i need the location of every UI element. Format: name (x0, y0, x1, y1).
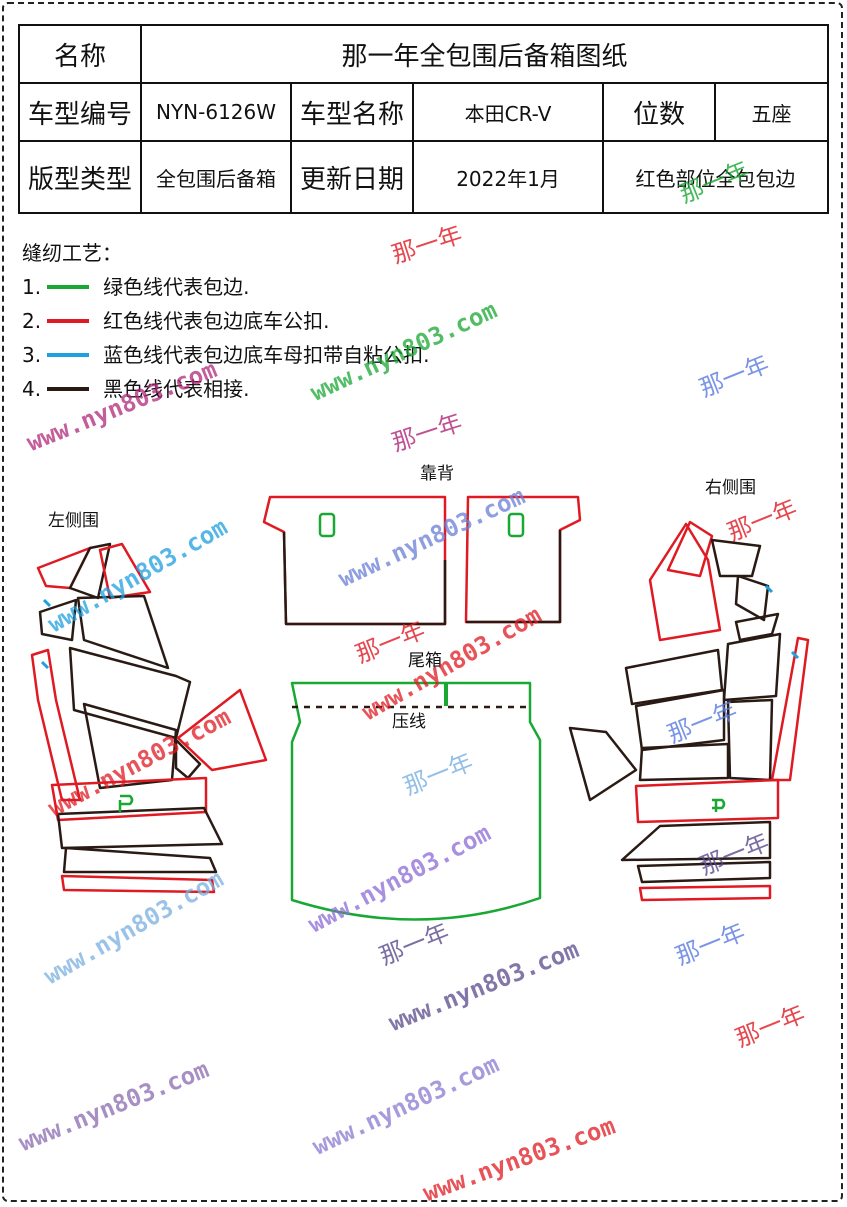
right-piece-hook (712, 798, 726, 812)
seats-label: 位数 (602, 82, 716, 142)
backrest-right-piece-edge (466, 530, 562, 624)
name-label: 名称 (18, 24, 142, 84)
right-piece (568, 726, 638, 802)
drawing-title: 那一年全包围后备箱图纸 (140, 24, 829, 84)
backrest-left-piece-edge (282, 531, 447, 626)
backrest-right-slot (507, 512, 525, 538)
right-piece (734, 612, 780, 642)
trunk-label: 尾箱 (408, 651, 442, 671)
right-piece (638, 742, 730, 782)
crease-label: 压线 (392, 712, 426, 732)
left-piece-hook (118, 794, 134, 812)
right-piece (666, 520, 714, 578)
left-piece (62, 846, 218, 874)
model-name: 本田CR-V (412, 82, 604, 142)
sewing-title: 缝纫工艺： (22, 241, 122, 265)
update-date: 2022年1月 (412, 140, 604, 214)
legend-item: 2. 红色线代表包边底车公扣. (22, 309, 330, 333)
blue-snap-mark (764, 584, 774, 594)
right-piece (710, 538, 762, 578)
sewing-legend: 缝纫工艺： 1. 绿色线代表包边. 2. 红色线代表包边底车公扣. 3. 蓝色线… (22, 236, 429, 406)
right-piece (648, 522, 722, 642)
right-piece (722, 632, 782, 702)
left-side-label: 左侧围 (48, 511, 99, 531)
right-piece (636, 860, 772, 884)
left-piece (176, 688, 268, 772)
pattern-type: 全包围后备箱 (140, 140, 292, 214)
blue-snap-mark (42, 598, 52, 608)
right-piece (634, 778, 780, 824)
model-code: NYN-6126W (140, 82, 292, 142)
edge-note: 红色部位全包包边 (602, 140, 829, 214)
model-code-label: 车型编号 (18, 82, 142, 142)
left-piece (76, 594, 170, 670)
left-piece (68, 646, 192, 740)
left-piece (60, 874, 216, 894)
model-name-label: 车型名称 (290, 82, 414, 142)
spec-table: 名称 那一年全包围后备箱图纸 车型编号 NYN-6126W 车型名称 本田CR-… (18, 24, 829, 214)
right-piece (638, 884, 772, 902)
left-piece (38, 598, 78, 642)
blue-snap-mark (790, 650, 800, 660)
right-piece (634, 688, 726, 752)
update-label: 更新日期 (290, 140, 414, 214)
right-piece (770, 636, 810, 782)
seats-value: 五座 (714, 82, 829, 142)
green-line-swatch (47, 285, 90, 289)
right-piece (620, 820, 772, 862)
left-piece (30, 648, 82, 802)
blue-line-swatch (47, 353, 90, 357)
blue-snap-mark (40, 660, 50, 670)
backrest-label: 靠背 (420, 464, 454, 484)
trunk-floor-piece (290, 681, 542, 921)
legend-item: 3. 蓝色线代表包边底车母扣带自粘公扣. (22, 343, 430, 367)
backrest-left-slot (318, 512, 336, 538)
red-line-swatch (47, 319, 90, 323)
legend-item: 1. 绿色线代表包边. (22, 275, 250, 299)
right-side-label: 右侧围 (705, 478, 756, 498)
left-piece (68, 542, 112, 600)
left-piece (36, 546, 92, 590)
left-piece (98, 542, 152, 600)
left-piece (56, 806, 224, 850)
right-piece (734, 574, 770, 622)
legend-item: 4. 黑色线代表相接. (22, 377, 250, 401)
pattern-type-label: 版型类型 (18, 140, 142, 214)
black-line-swatch (47, 387, 90, 391)
right-piece (624, 648, 724, 706)
